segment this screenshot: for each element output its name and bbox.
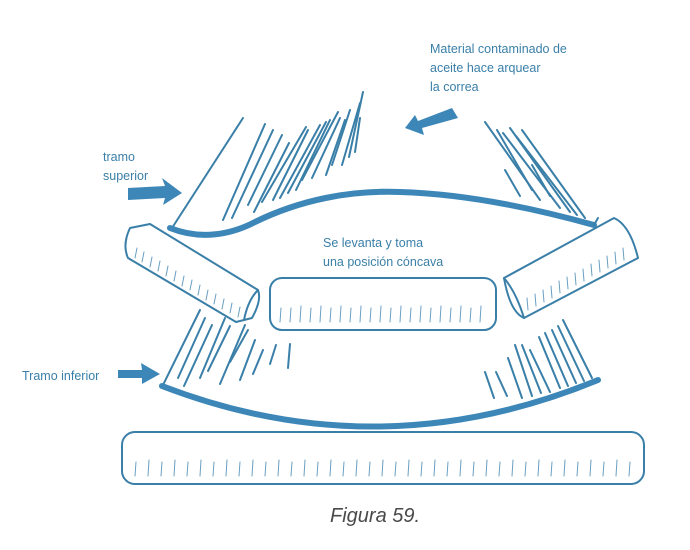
figure-caption: Figura 59.: [330, 505, 421, 527]
arrow-lower-run: [118, 363, 160, 384]
roller-return: [121, 431, 645, 485]
lower-belt-right-hatching: [484, 319, 593, 399]
roller-left-wing: [124, 223, 261, 323]
label-contaminated-material: Material contaminado de aceite hace arqu…: [430, 42, 567, 94]
arrow-contaminated-material: [405, 108, 458, 135]
roller-right-wing: [503, 217, 639, 319]
label-upper-run: tramo superior: [103, 150, 149, 183]
upper-belt-right-hatching: [484, 121, 586, 219]
roller-center: [269, 277, 497, 331]
label-lower-run: Tramo inferior: [22, 369, 100, 383]
lower-belt-left-hatching: [162, 309, 291, 387]
label-concave-position: Se levanta y toma una posición cóncava: [323, 236, 444, 269]
upper-belt-left-hatching: [171, 91, 364, 229]
upper-belt: [167, 188, 597, 238]
lower-belt: [159, 377, 601, 430]
arrow-upper-run: [128, 178, 182, 205]
